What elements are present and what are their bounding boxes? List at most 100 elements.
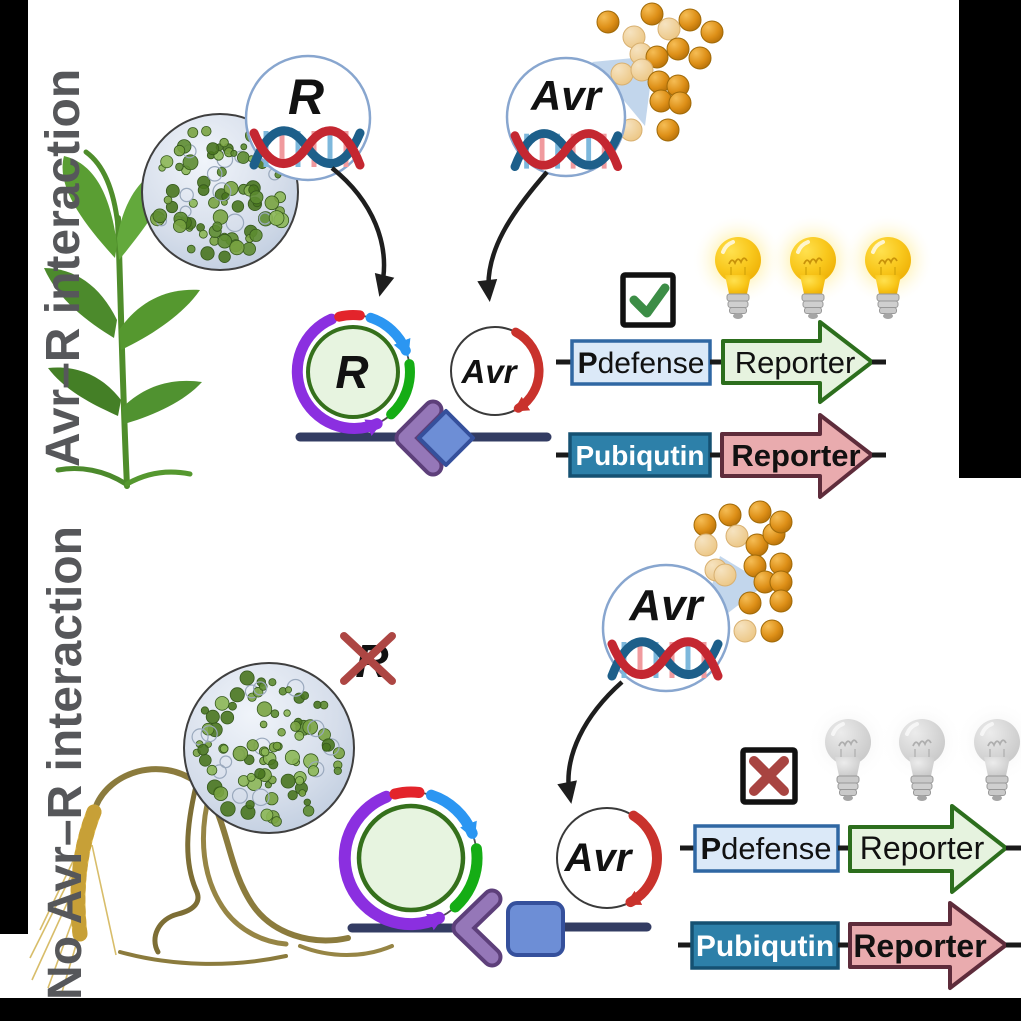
defense-construct-top: Pdefense Reporter [556,320,886,404]
protoplast-cell [186,244,196,254]
protoplast-cell [264,195,280,211]
protoplast-cell [212,182,232,202]
protoplast-cell [179,187,194,203]
reporter-arrow-pink [848,901,1008,990]
protoplast-cell [219,755,233,769]
protoplast-cell [200,725,218,743]
cross-icon [740,747,798,805]
pollen-grain [688,46,712,70]
lightbulb-off-icon [953,698,1021,803]
protoplast-cell [271,816,282,827]
protoplast-cell [206,764,218,776]
transformation-arrow-avr-bottom [557,680,624,804]
promoter-prefix: P [578,347,598,380]
r-plasmid-label: R [335,346,368,398]
protoplast-cell [313,700,322,709]
protoplast-cell [284,749,300,765]
promoter-ubiquitin-box [568,432,712,478]
protoplast-cell [199,753,212,767]
protoplast-cell [307,719,325,738]
protoplast-cell [187,127,199,138]
pollen-grain [700,20,724,44]
promoter-ubiquitin-label: Pubiqutin [696,930,834,963]
protoplast-cell [201,125,212,137]
protoplast-cell [201,722,215,736]
avr-plasmid-label: Avr [564,836,634,880]
protoplast-cell [165,183,180,198]
protoplast-cell [260,747,270,757]
protoplast-cell [277,728,286,737]
transformation-arrow-avr-top [477,170,549,302]
avr-gene-magnifier-top: Avr [505,56,627,178]
pollen-grain [657,17,681,41]
protoplast-cell [219,137,229,148]
protoplast-cell [242,242,257,256]
protoplast-cell [212,221,223,232]
avr-plasmid-label: Avr [460,353,518,390]
protoplast-cell [197,184,210,196]
pollen-grain [748,500,772,524]
protoplast-cell [253,681,268,696]
protoplast-cell [280,773,296,789]
protoplast-cell [294,776,305,786]
protoplast-cell [214,696,230,711]
protoplast-cell [188,198,198,208]
r-gene-magnifier: R [244,54,372,182]
wilted-plant-illustration [29,766,394,993]
reporter-label: Reporter [860,830,985,866]
pollen-cluster-top [596,2,724,142]
protoplast-cell [268,759,279,770]
reporter-label: Reporter [731,438,860,473]
protoplast-cell [237,151,250,164]
protoplast-cell [240,143,248,151]
protoplast-cell [259,720,268,729]
pollen-grain [668,91,692,115]
protoplast-cell [205,709,220,724]
protoplast-cell [217,233,233,249]
protoplast-cell [218,250,231,263]
pollen-grain [640,2,664,26]
protoplast-cell [260,808,274,822]
pollen-cluster-bottom [693,500,793,643]
reporter-arrow-pink [720,413,874,499]
avr-plasmid-bottom: Avr [556,807,662,909]
pollen-grain [656,118,680,142]
frame-bar-bottom [0,998,1021,1021]
protoplast-cell [152,208,168,224]
protoplast-cell [321,742,331,752]
protoplast-cell [220,801,236,817]
protoplast-cell [268,678,277,687]
avr-gene-label: Avr [530,72,604,119]
protoplast-cell [307,765,319,777]
pollen-grain [645,45,669,69]
pollen-grain [738,591,762,615]
receptor-chevron-bottom [451,888,503,968]
panel-label-avr-r-interaction: Avr–R interaction [37,68,90,468]
protoplast-cell [302,805,315,817]
protoplast-cell [268,210,285,226]
protoplast-cell [225,213,245,233]
protoplast-cell [284,686,292,694]
pollen-grain [713,563,737,587]
protoplast-cell [300,691,310,700]
protoplast-cell [219,744,229,754]
reporter-label: Reporter [735,345,856,380]
protoplast-cell [206,166,223,182]
protoplast-cell [198,229,208,239]
protoplast-suspension-top [141,113,299,271]
defense-construct-bottom: Pdefense Reporter [680,804,1021,894]
pollen-grain [693,513,717,537]
ubiquitin-construct-bottom: Pubiqutin Reporter [678,901,1021,990]
protoplast-cell [163,195,173,205]
protoplast-cell [160,155,174,169]
protoplast-cell [249,190,264,205]
protoplast-cell [302,719,319,735]
protoplast-cell [333,766,342,776]
reporter-label: Reporter [853,928,986,964]
pollen-grain [733,619,757,643]
protoplast-cell [246,772,256,782]
lightbulb-off-icon [878,698,966,803]
protoplast-cell [272,741,282,751]
protoplast-cell [239,670,255,686]
